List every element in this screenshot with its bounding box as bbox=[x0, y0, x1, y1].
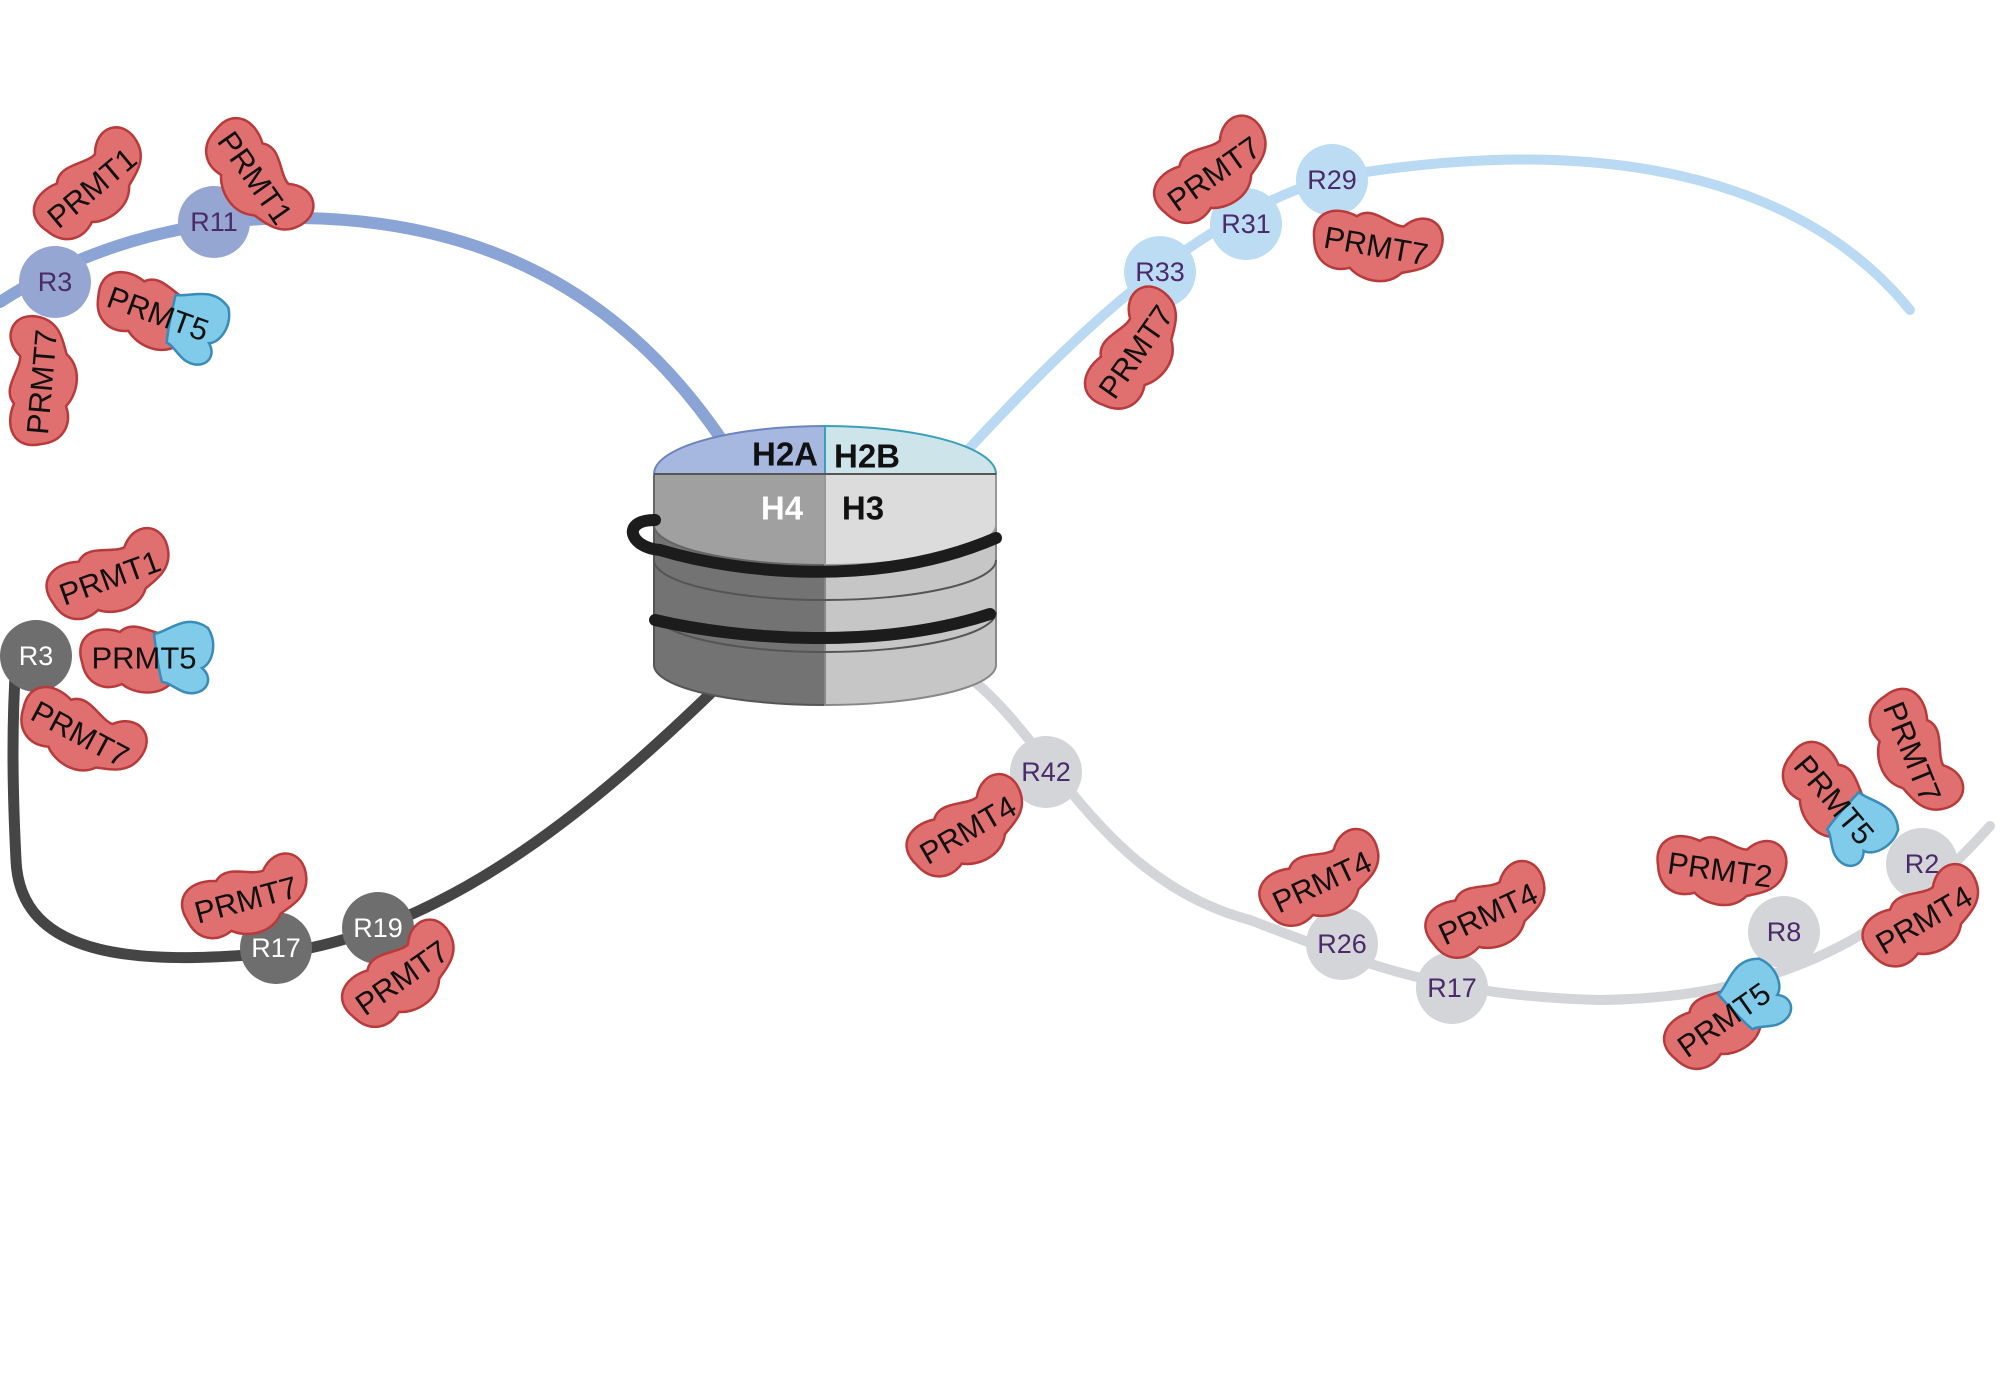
h2b-label: H2B bbox=[834, 438, 900, 475]
svg-text:R2: R2 bbox=[1905, 849, 1940, 879]
h4-tail bbox=[7, 654, 718, 964]
svg-text:R11: R11 bbox=[190, 207, 238, 237]
svg-text:R33: R33 bbox=[1135, 257, 1185, 287]
nucleosome bbox=[627, 424, 1002, 707]
h2b-residue-r29: R29 bbox=[1296, 144, 1368, 216]
enzyme-prmt1-h4-r3: PRMT1 bbox=[36, 521, 184, 634]
h3-residue-r42: R42 bbox=[1010, 736, 1082, 808]
svg-text:R8: R8 bbox=[1767, 917, 1802, 947]
enzyme-prmt5-h4-r3: PRMT5 bbox=[79, 620, 215, 695]
svg-text:R19: R19 bbox=[353, 913, 403, 943]
svg-text:R3: R3 bbox=[19, 641, 54, 671]
svg-text:R17: R17 bbox=[251, 933, 301, 963]
svg-text:R31: R31 bbox=[1221, 209, 1271, 239]
enzyme-prmt4-h3-r17: PRMT4 bbox=[1414, 853, 1563, 974]
h3-residue-r8: R8 bbox=[1748, 896, 1820, 968]
h2a-residue-r3: R3 bbox=[19, 246, 91, 318]
h3-tail bbox=[965, 673, 1995, 1006]
h3-residue-r26: R26 bbox=[1306, 908, 1378, 980]
h2b-tail bbox=[961, 154, 1915, 457]
h3-residue-r17: R17 bbox=[1416, 952, 1488, 1024]
svg-text:PRMT5: PRMT5 bbox=[91, 641, 196, 676]
svg-text:R29: R29 bbox=[1307, 165, 1357, 195]
h3-label: H3 bbox=[842, 490, 884, 527]
svg-text:R17: R17 bbox=[1427, 973, 1477, 1003]
svg-text:R42: R42 bbox=[1021, 757, 1071, 787]
h4-residue-r19: R19 bbox=[342, 892, 414, 964]
enzyme-prmt5-h2a-r3: PRMT5 bbox=[84, 256, 237, 372]
h2a-tail bbox=[0, 211, 728, 446]
enzyme-prmt7-h2a-r3: PRMT7 bbox=[0, 313, 84, 450]
h4-residue-r3: R3 bbox=[0, 620, 72, 692]
svg-text:R26: R26 bbox=[1317, 929, 1367, 959]
enzyme-prmt2-h3-r8: PRMT2 bbox=[1650, 824, 1791, 915]
h4-label: H4 bbox=[761, 490, 804, 527]
svg-text:R3: R3 bbox=[38, 267, 73, 297]
h2a-label: H2A bbox=[752, 436, 818, 473]
enzyme-prmt7-h2b-r31-b: PRMT7 bbox=[1306, 198, 1448, 293]
